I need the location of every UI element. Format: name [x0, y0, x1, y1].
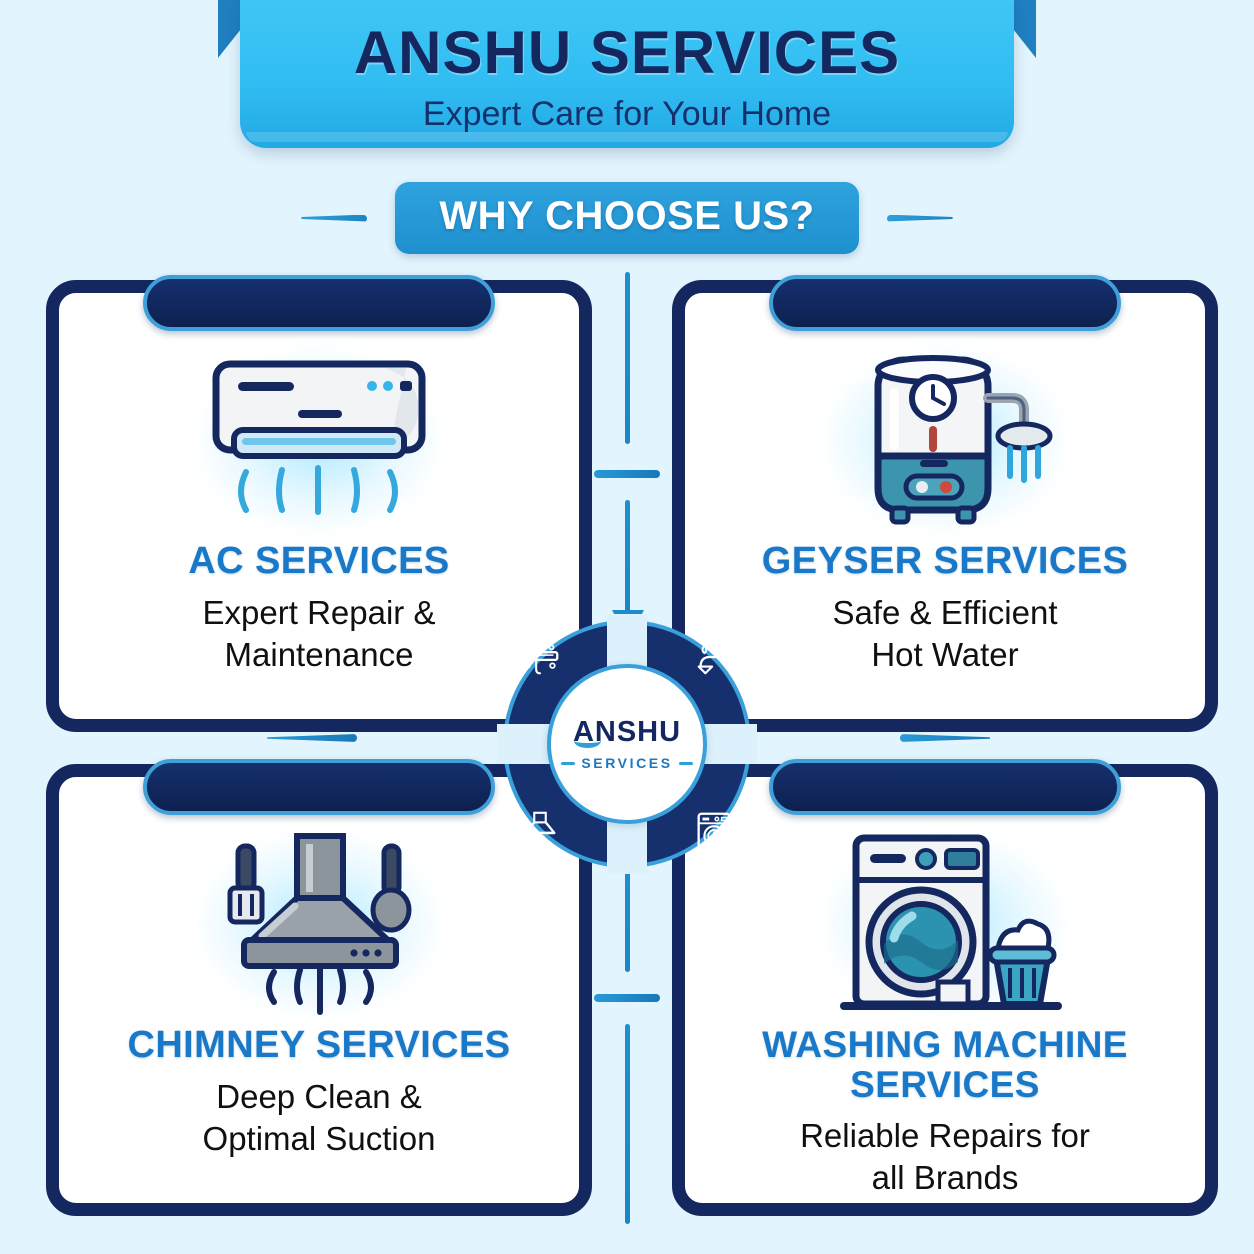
- card-title-ac: AC SERVICES: [188, 540, 450, 582]
- logo-dash-right-icon: [678, 761, 693, 765]
- logo-primary-text: ANSHU: [573, 718, 681, 748]
- ac-outline-icon: [521, 641, 559, 675]
- card-subtitle-line1: Deep Clean &: [216, 1078, 422, 1116]
- logo-secondary-row: SERVICES: [561, 755, 693, 771]
- brand-tagline: Expert Care for Your Home: [422, 95, 832, 133]
- connector-dash-bottom: [594, 994, 660, 1002]
- service-card-ac[interactable]: AC SERVICES Expert Repair & Maintenance: [46, 275, 592, 732]
- card-subtitle-ac: Expert Repair & Maintenance: [203, 592, 436, 676]
- card-subtitle-chimney: Deep Clean & Optimal Suction: [203, 1076, 436, 1160]
- washing-machine-icon-area: [820, 829, 1070, 1019]
- card-title-chimney: CHIMNEY SERVICES: [127, 1024, 511, 1066]
- header-banner: ANSHU SERVICES Expert Care for Your Home: [0, 0, 1254, 160]
- card-subtitle-line2: Optimal Suction: [202, 1120, 436, 1158]
- air-conditioner-icon: [212, 360, 426, 515]
- separator-left-icon: [267, 734, 357, 742]
- card-title-geyser: GEYSER SERVICES: [761, 540, 1129, 582]
- faucet-water-outline-icon: [697, 640, 734, 675]
- chimney-icon-area: [194, 829, 444, 1019]
- center-hub: ANSHU SERVICES: [497, 614, 757, 874]
- kitchen-chimney-icon: [227, 832, 412, 1015]
- card-subtitle-line1: Reliable Repairs for: [800, 1116, 1090, 1154]
- service-card-geyser[interactable]: GEYSER SERVICES Safe & Efficient Hot Wat…: [672, 275, 1218, 732]
- logo-secondary-label: SERVICES: [581, 755, 673, 771]
- card-subtitle-line2: Maintenance: [224, 636, 414, 674]
- card-subtitle-line2: Hot Water: [871, 636, 1019, 674]
- card-subtitle-line1: Expert Repair &: [202, 594, 436, 632]
- dash-right-icon: [886, 214, 953, 222]
- separator-right-icon: [900, 734, 990, 742]
- card-subtitle-line2: all Brands: [871, 1159, 1019, 1197]
- connector-line-top: [625, 272, 630, 444]
- card-title-line1: WASHING MACHINE: [762, 1024, 1128, 1065]
- section-heading-text: WHY CHOOSE US?: [439, 194, 815, 238]
- ac-icon-area: [194, 345, 444, 535]
- card-tab-ac: [143, 275, 495, 331]
- connector-line-top-arrow-stem: [625, 500, 630, 612]
- card-tab-chimney: [143, 759, 495, 815]
- card-subtitle-line1: Safe & Efficient: [832, 594, 1058, 632]
- section-heading-row: WHY CHOOSE US?: [0, 182, 1254, 254]
- logo-swoosh-icon: [573, 734, 601, 748]
- services-grid: AC SERVICES Expert Repair & Maintenance: [0, 272, 1254, 1232]
- card-subtitle-geyser: Safe & Efficient Hot Water: [832, 592, 1057, 676]
- brand-banner: ANSHU SERVICES Expert Care for Your Home: [240, 0, 1014, 148]
- service-card-washing-machine[interactable]: WASHING MACHINE SERVICES Reliable Repair…: [672, 759, 1218, 1216]
- card-title-line2: SERVICES: [850, 1063, 1040, 1105]
- service-card-chimney[interactable]: CHIMNEY SERVICES Deep Clean & Optimal Su…: [46, 759, 592, 1216]
- card-subtitle-washing-machine: Reliable Repairs for all Brands: [800, 1115, 1090, 1199]
- connector-line-bottom: [625, 1024, 630, 1224]
- brand-title: ANSHU SERVICES: [353, 19, 901, 86]
- card-tab-geyser: [769, 275, 1121, 331]
- card-tab-washing-machine: [769, 759, 1121, 815]
- card-title-washing-machine: WASHING MACHINE SERVICES: [762, 1025, 1128, 1105]
- dash-left-icon: [301, 214, 368, 222]
- section-heading-pill: WHY CHOOSE US?: [395, 182, 859, 254]
- washing-machine-outline-icon: [697, 812, 731, 850]
- connector-dash-top: [594, 470, 660, 478]
- logo-dash-left-icon: [561, 761, 576, 765]
- hub-logo: ANSHU SERVICES: [547, 664, 707, 824]
- chimney-hand-outline-icon: [521, 811, 556, 851]
- connector-line-bottom-arrow-stem: [625, 860, 630, 972]
- geyser-icon-area: [820, 345, 1070, 535]
- washing-machine-icon: [840, 834, 1062, 1010]
- water-heater-geyser-icon: [874, 354, 1053, 524]
